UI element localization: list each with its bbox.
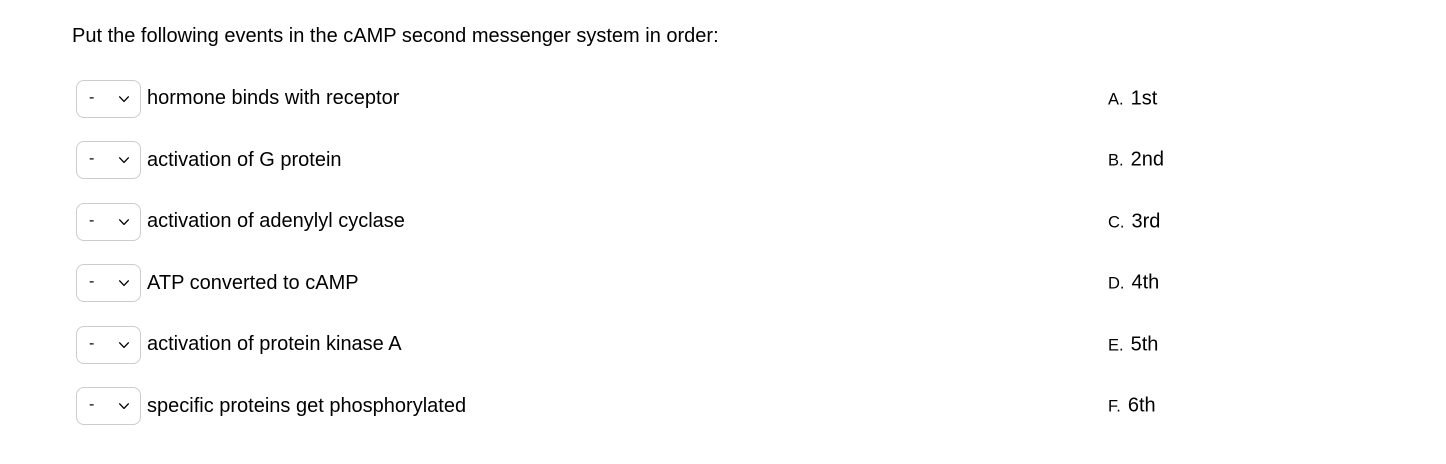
question-title: Put the following events in the cAMP sec… bbox=[72, 25, 719, 47]
event-label: activation of G protein bbox=[147, 148, 342, 171]
select-value: - bbox=[89, 396, 95, 414]
answer-option: C. 3rd bbox=[1108, 210, 1160, 233]
question-row: - activation of protein kinase A E. 5th bbox=[0, 314, 1446, 376]
answer-option: A. 1st bbox=[1108, 87, 1157, 110]
question-row: - specific proteins get phosphorylated F… bbox=[0, 376, 1446, 438]
option-letter: F. bbox=[1108, 397, 1121, 416]
event-label: hormone binds with receptor bbox=[147, 87, 400, 110]
question-row: - ATP converted to cAMP D. 4th bbox=[0, 253, 1446, 315]
option-letter: E. bbox=[1108, 336, 1124, 355]
option-letter: B. bbox=[1108, 151, 1124, 170]
select-value: - bbox=[89, 273, 95, 291]
question-rows: - hormone binds with receptor A. 1st - ac… bbox=[0, 68, 1446, 437]
option-text: 5th bbox=[1130, 333, 1159, 356]
order-select[interactable]: - bbox=[76, 79, 141, 118]
event-label: ATP converted to cAMP bbox=[147, 271, 359, 294]
answer-option: B. 2nd bbox=[1108, 149, 1164, 172]
order-select[interactable]: - bbox=[76, 264, 141, 303]
option-text: 2nd bbox=[1130, 148, 1164, 171]
order-select[interactable]: - bbox=[76, 325, 141, 364]
question-row: - activation of G protein B. 2nd bbox=[0, 130, 1446, 192]
chevron-down-icon bbox=[117, 153, 131, 167]
chevron-down-icon bbox=[117, 276, 131, 290]
answer-option: E. 5th bbox=[1108, 333, 1158, 356]
select-value: - bbox=[89, 150, 95, 168]
order-select[interactable]: - bbox=[76, 387, 141, 426]
order-select[interactable]: - bbox=[76, 141, 141, 180]
question-row: - activation of adenylyl cyclase C. 3rd bbox=[0, 191, 1446, 253]
option-text: 6th bbox=[1127, 394, 1156, 417]
event-label: activation of adenylyl cyclase bbox=[147, 210, 405, 233]
event-label: activation of protein kinase A bbox=[147, 333, 402, 356]
option-text: 3rd bbox=[1131, 210, 1161, 233]
order-select[interactable]: - bbox=[76, 202, 141, 241]
chevron-down-icon bbox=[117, 338, 131, 352]
event-label: specific proteins get phosphorylated bbox=[147, 394, 467, 417]
chevron-down-icon bbox=[117, 92, 131, 106]
answer-option: F. 6th bbox=[1108, 395, 1156, 418]
option-letter: D. bbox=[1108, 274, 1125, 293]
option-letter: C. bbox=[1108, 213, 1125, 232]
select-value: - bbox=[89, 211, 95, 229]
option-text: 1st bbox=[1130, 87, 1158, 110]
select-value: - bbox=[89, 88, 95, 106]
question-row: - hormone binds with receptor A. 1st bbox=[0, 68, 1446, 130]
select-value: - bbox=[89, 334, 95, 352]
chevron-down-icon bbox=[117, 215, 131, 229]
option-letter: A. bbox=[1108, 90, 1124, 109]
chevron-down-icon bbox=[117, 399, 131, 413]
answer-option: D. 4th bbox=[1108, 272, 1159, 295]
option-text: 4th bbox=[1131, 271, 1160, 294]
